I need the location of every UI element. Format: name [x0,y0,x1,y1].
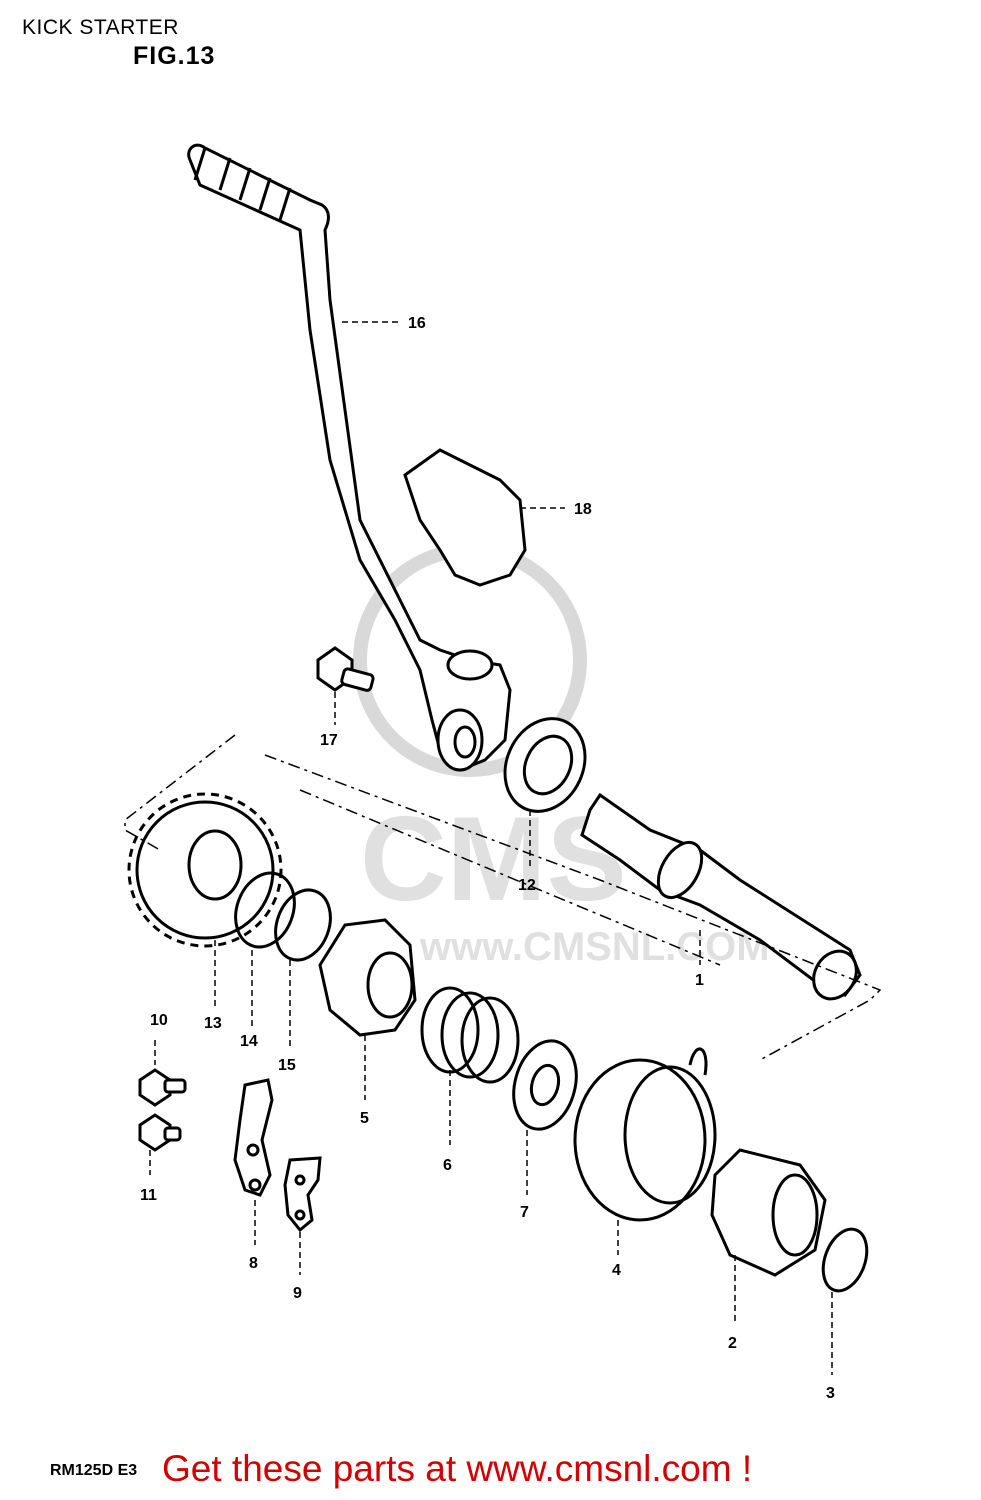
part-number-11: 11 [140,1187,157,1204]
oil-seal [503,717,587,813]
lever-bolt [316,646,375,692]
stopper-plates [233,1078,322,1233]
part-number-17: 17 [320,732,338,749]
part-number-7: 7 [520,1204,529,1221]
kick-shaft [580,792,862,1001]
part-number-6: 6 [443,1157,452,1174]
part-number-9: 9 [293,1285,302,1302]
part-numbers: 16 18 17 12 1 13 14 15 10 5 6 7 11 4 8 9… [140,315,835,1402]
kick-rubber-cover [403,448,527,587]
part-number-13: 13 [204,1015,222,1032]
part-number-16: 16 [408,315,426,332]
part-number-8: 8 [249,1255,258,1272]
part-number-1: 1 [695,972,704,989]
bolts [138,1068,187,1152]
watermark-text: www.CMSNL.COM [419,925,770,969]
part-number-12: 12 [518,877,536,894]
model-code: RM125D E3 [50,1462,138,1479]
part-number-10: 10 [150,1012,168,1029]
leader-lines [149,321,833,1375]
part-number-3: 3 [826,1385,835,1402]
thrust-washer [512,1039,578,1131]
part-number-4: 4 [612,1262,621,1279]
parts-link[interactable]: Get these parts at www.cmsnl.com ! [162,1448,753,1489]
return-spring [573,1047,717,1222]
washer-and-circlip [234,871,332,962]
watermark-logo: CMS [360,792,627,926]
circlip [821,1227,869,1293]
kick-gear [127,792,283,948]
drive-gear-spring [420,986,520,1084]
part-number-18: 18 [574,501,592,518]
kick-drive-gear [318,918,417,1037]
kick-lever [187,143,512,772]
figure-number: FIG.13 [133,42,216,70]
spring-guide [710,1148,827,1277]
diagram-title: KICK STARTER [22,16,179,39]
part-number-14: 14 [240,1033,258,1050]
part-number-2: 2 [728,1335,737,1352]
assembly-guide-lines [124,734,882,1061]
part-number-5: 5 [360,1110,369,1127]
part-number-15: 15 [278,1057,296,1074]
